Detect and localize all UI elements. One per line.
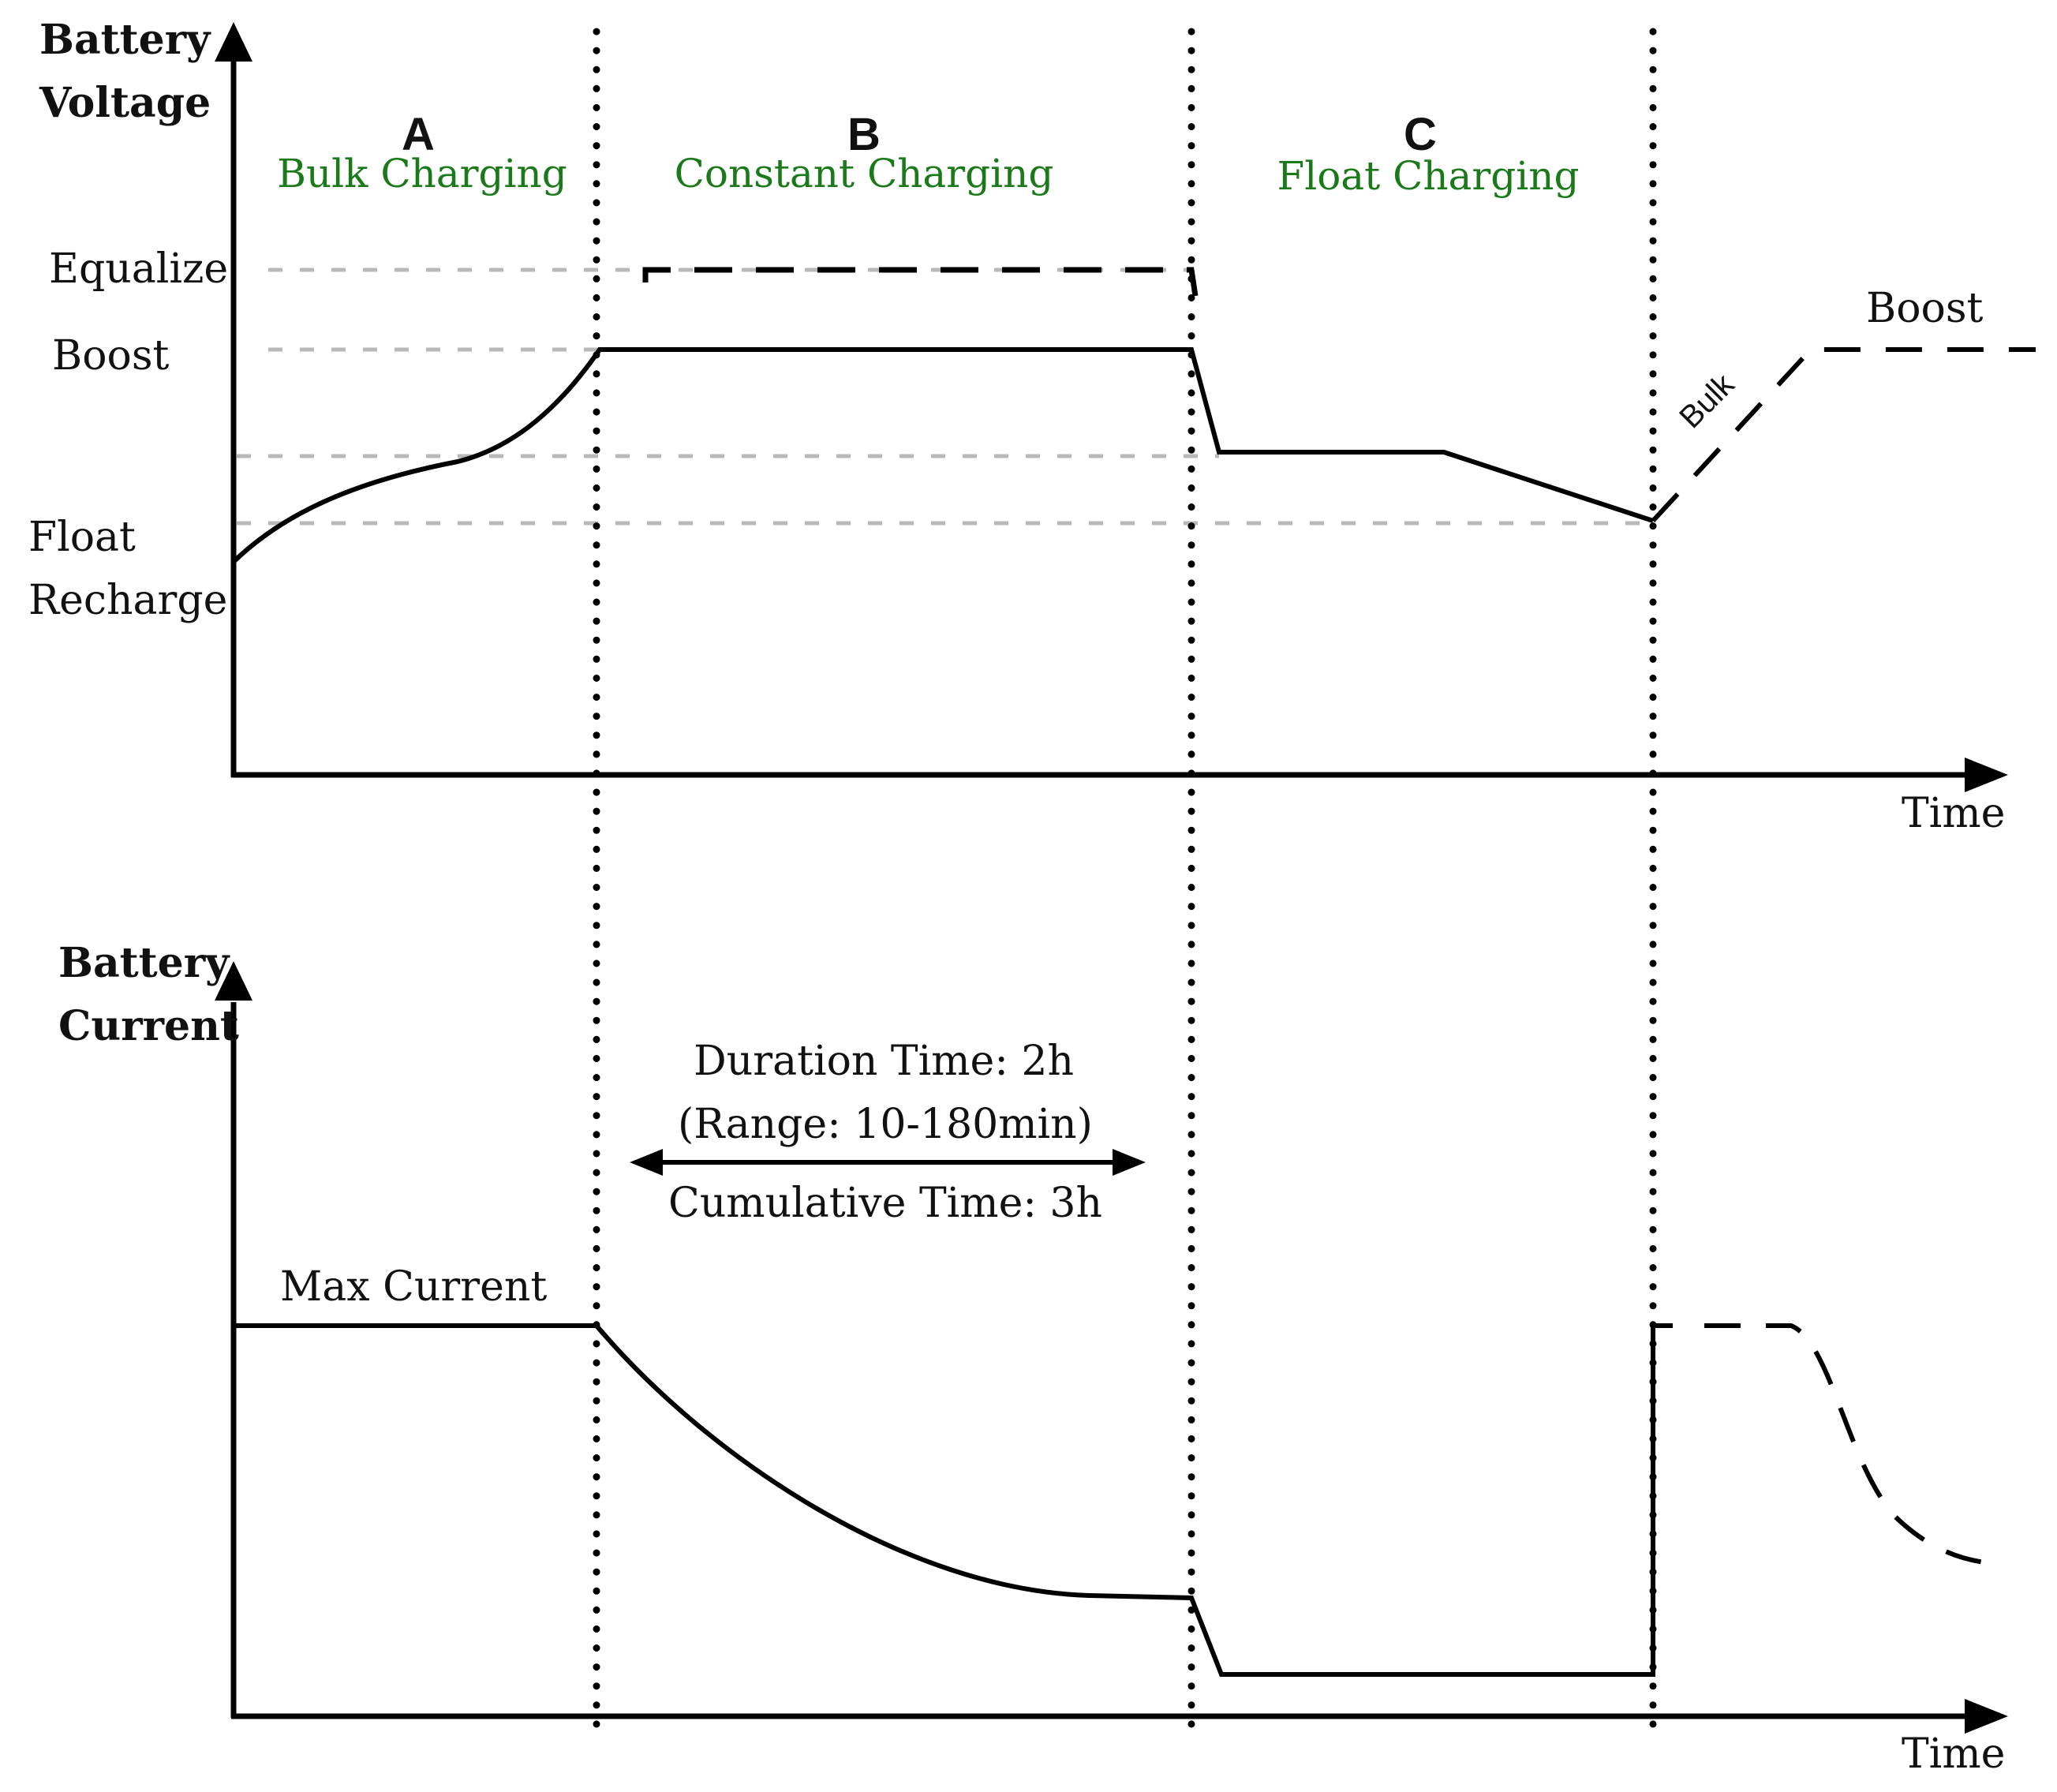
voltage-x-axis-arrow bbox=[1965, 758, 2008, 792]
duration-arrow-left-head bbox=[630, 1149, 663, 1176]
phase-b-letter: B bbox=[847, 109, 881, 160]
phase-a-heading: A Bulk Charging bbox=[277, 109, 567, 196]
phase-c-heading: C Float Charging bbox=[1277, 109, 1580, 199]
phase-a-name: Bulk Charging bbox=[277, 151, 567, 196]
restart-current-dashed-line bbox=[1704, 1323, 1985, 1565]
duration-arrow-right-head bbox=[1113, 1149, 1146, 1176]
phase-b-heading: B Constant Charging bbox=[675, 109, 1054, 196]
phase-c-letter: C bbox=[1404, 109, 1437, 160]
phase-c-name: Float Charging bbox=[1277, 153, 1580, 199]
voltage-y-label-line1: Battery bbox=[39, 16, 211, 64]
float-level-label: Float bbox=[28, 514, 136, 561]
duration-time-text: Duration Time: 2h bbox=[694, 1038, 1074, 1085]
duration-range-text: (Range: 10-180min) bbox=[678, 1101, 1093, 1148]
current-y-label-line2: Current bbox=[58, 1002, 239, 1050]
current-y-label-line1: Battery bbox=[58, 939, 230, 987]
voltage-x-label: Time bbox=[1902, 790, 2005, 837]
current-chart: Battery Current Time Max Current Duratio… bbox=[58, 939, 2008, 1778]
boost-level-label: Boost bbox=[52, 332, 170, 380]
equalize-level-label: Equalize bbox=[49, 245, 228, 293]
phase-b-name: Constant Charging bbox=[675, 151, 1054, 196]
restart-bulk-dashed-line bbox=[1651, 347, 2036, 523]
phase-a-letter: A bbox=[402, 109, 435, 160]
current-x-axis-arrow bbox=[1965, 1699, 2008, 1734]
cumulative-time-text: Cumulative Time: 3h bbox=[668, 1180, 1102, 1227]
restart-boost-label: Boost bbox=[1866, 285, 1984, 332]
voltage-level-guides bbox=[237, 267, 1657, 526]
restart-bulk-label: Bulk bbox=[1673, 367, 1741, 436]
voltage-axes bbox=[215, 22, 2008, 792]
voltage-y-axis-arrow bbox=[215, 22, 252, 62]
max-current-label: Max Current bbox=[280, 1263, 547, 1311]
voltage-curve bbox=[231, 347, 1654, 564]
recharge-level-label: Recharge bbox=[28, 577, 227, 624]
voltage-y-label-line2: Voltage bbox=[39, 79, 211, 127]
current-curve bbox=[234, 1323, 1673, 1677]
current-x-label: Time bbox=[1902, 1730, 2005, 1778]
voltage-chart: Battery Voltage Time Equalize Boost Floa… bbox=[28, 16, 2036, 837]
current-y-axis-arrow bbox=[215, 961, 252, 1001]
duration-annotation: Duration Time: 2h (Range: 10-180min) Cum… bbox=[630, 1038, 1146, 1227]
equalize-dashed-profile bbox=[642, 267, 1199, 297]
current-axes bbox=[215, 961, 2008, 1734]
